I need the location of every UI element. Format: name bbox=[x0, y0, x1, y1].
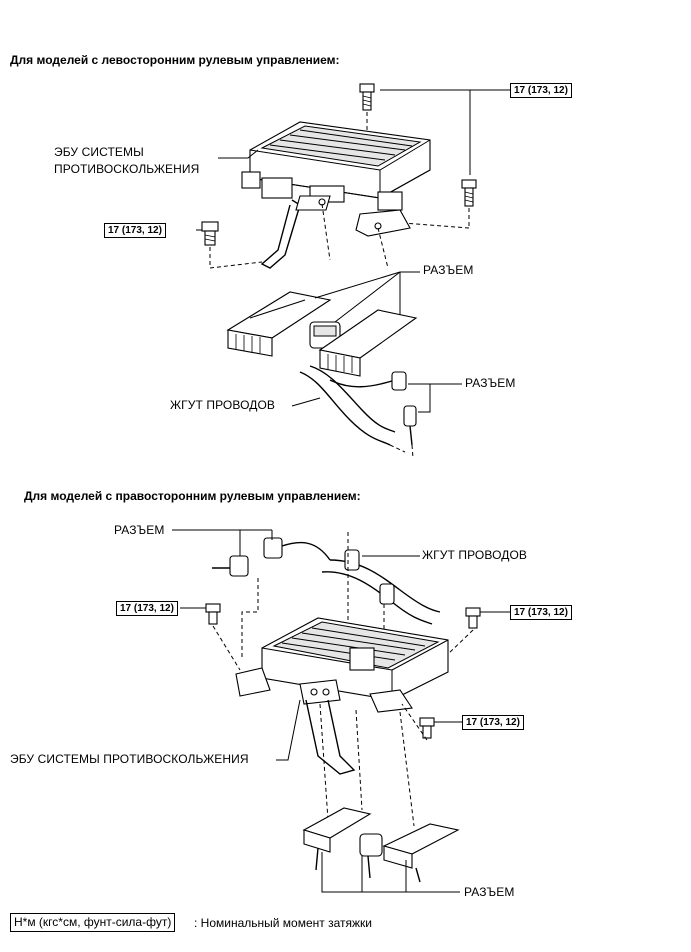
rhd-bolt-right bbox=[445, 607, 481, 657]
lhd-ecu-unit bbox=[241, 121, 431, 211]
lhd-connector-right bbox=[318, 309, 418, 377]
rhd-bracket bbox=[235, 667, 413, 775]
lhd-heading: Для моделей с левосторонним рулевым упра… bbox=[10, 53, 340, 67]
rhd-connectors-top bbox=[212, 537, 331, 577]
lhd-bolt-left bbox=[201, 221, 263, 269]
lhd-ecu-label-line2: ПРОТИВОСКОЛЬЖЕНИЯ bbox=[54, 162, 200, 176]
rhd-ecu-label: ЭБУ СИСТЕМЫ ПРОТИВОСКОЛЬЖЕНИЯ bbox=[10, 752, 249, 766]
rhd-bolt-mid bbox=[401, 703, 435, 741]
lhd-torque-left: 17 (173, 12) bbox=[104, 223, 166, 238]
rhd-torque-left: 17 (173, 12) bbox=[116, 601, 178, 616]
rhd-connector-label-bottom: РАЗЪЕМ bbox=[464, 885, 515, 899]
lhd-ecu-label-line1: ЭБУ СИСТЕМЫ bbox=[54, 145, 144, 159]
rhd-heading: Для моделей с правосторонним рулевым упр… bbox=[24, 489, 361, 503]
legend-description: : Номинальный момент затяжки bbox=[194, 916, 372, 930]
lhd-bracket bbox=[260, 195, 411, 269]
rhd-torque-mid: 17 (173, 12) bbox=[462, 715, 524, 730]
lhd-connector-label-upper: РАЗЪЕМ bbox=[423, 263, 474, 277]
lhd-connector-label-lower: РАЗЪЕМ bbox=[465, 376, 516, 390]
rhd-torque-right: 17 (173, 12) bbox=[510, 605, 572, 620]
lhd-connector-left bbox=[226, 291, 332, 357]
legend-torque-units: Н*м (кгс*см, фунт-сила-фут) bbox=[10, 913, 176, 932]
lhd-wire-harness bbox=[299, 365, 417, 459]
rhd-connectors-bottom bbox=[302, 807, 460, 883]
rhd-ecu-unit bbox=[261, 617, 449, 701]
lhd-harness-label: ЖГУТ ПРОВОДОВ bbox=[170, 398, 276, 412]
rhd-harness-label: ЖГУТ ПРОВОДОВ bbox=[422, 548, 528, 562]
rhd-connector-label-top: РАЗЪЕМ bbox=[114, 523, 165, 537]
lhd-torque-top: 17 (173, 12) bbox=[510, 83, 572, 98]
lhd-bolt-top bbox=[359, 83, 375, 142]
rhd-bolt-left bbox=[205, 603, 241, 671]
